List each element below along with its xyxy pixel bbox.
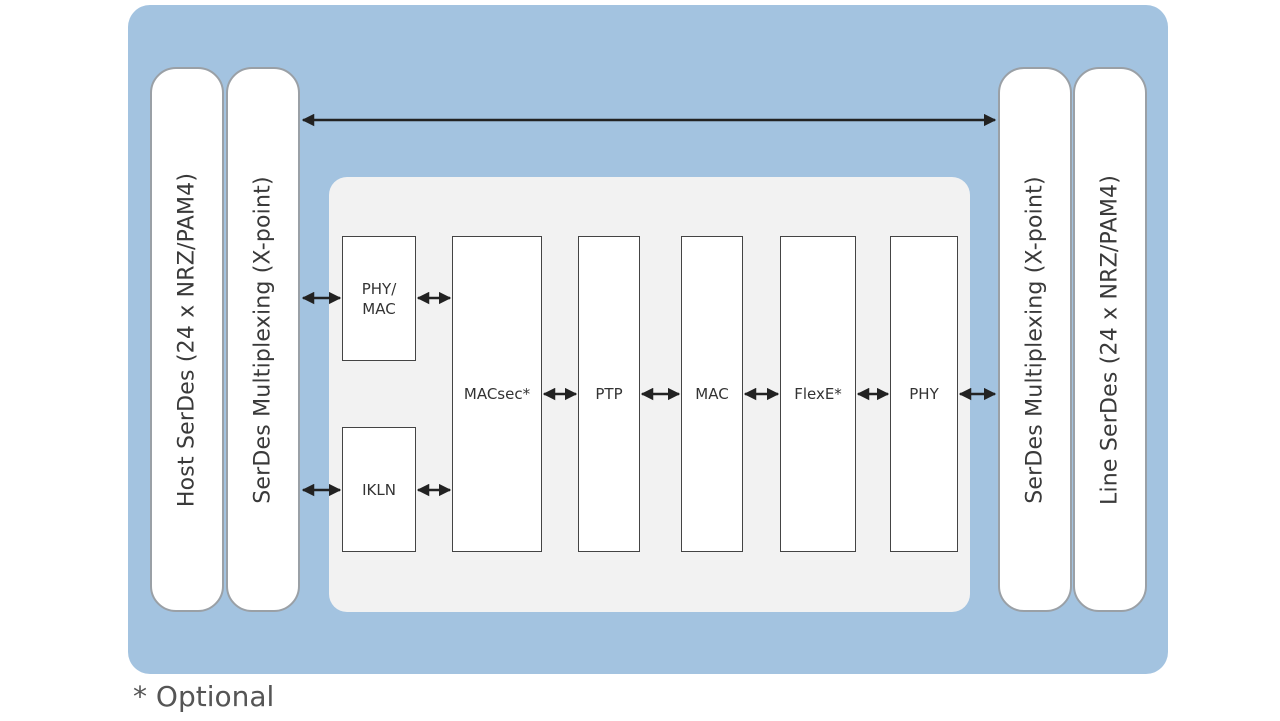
macsec-block: MACsec* <box>452 236 542 552</box>
phy-mac-label-line1: PHY/ <box>361 279 397 298</box>
phy-block: PHY <box>890 236 958 552</box>
phy-mac-label: PHY/ MAC <box>362 279 397 319</box>
flexe-label: FlexE* <box>794 385 842 403</box>
phy-mac-label-line2: MAC <box>362 299 396 318</box>
flexe-block: FlexE* <box>780 236 856 552</box>
ptp-block: PTP <box>578 236 640 552</box>
right-serdes-mux-pill: SerDes Multiplexing (X-point) <box>998 67 1072 612</box>
macsec-label: MACsec* <box>463 385 531 403</box>
left-serdes-mux-pill: SerDes Multiplexing (X-point) <box>226 67 300 612</box>
phy-label: PHY <box>909 385 939 403</box>
ptp-label: PTP <box>595 385 623 403</box>
optional-footnote: * Optional <box>133 680 275 713</box>
mac-block: MAC <box>681 236 743 552</box>
ikln-label: IKLN <box>362 480 396 499</box>
ikln-block: IKLN <box>342 427 416 552</box>
mac-label: MAC <box>695 385 729 403</box>
line-serdes-pill: Line SerDes (24 x NRZ/PAM4) <box>1073 67 1147 612</box>
phy-mac-block: PHY/ MAC <box>342 236 416 361</box>
host-serdes-pill: Host SerDes (24 x NRZ/PAM4) <box>150 67 224 612</box>
